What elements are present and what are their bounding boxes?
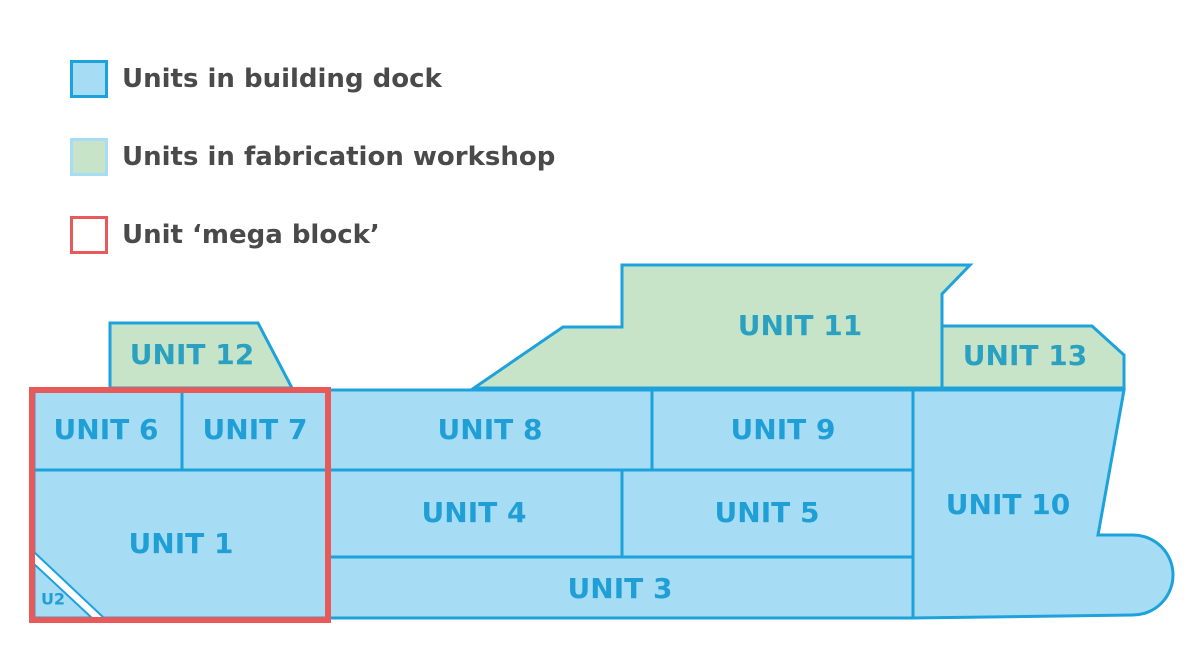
unit-10-shape xyxy=(911,388,1175,620)
unit-1-label: UNIT 1 xyxy=(129,527,234,560)
unit-7-shape xyxy=(180,388,330,472)
unit-10-label: UNIT 10 xyxy=(946,488,1070,521)
legend-label-mega-block: Unit ‘mega block’ xyxy=(122,220,380,250)
unit-8-label: UNIT 8 xyxy=(438,413,543,446)
legend-item-fabrication-workshop: Units in fabrication workshop xyxy=(70,138,555,176)
unit-9-label: UNIT 9 xyxy=(731,413,836,446)
legend-label-building-dock: Units in building dock xyxy=(122,64,442,94)
unit-3-label: UNIT 3 xyxy=(568,572,673,605)
legend-item-mega-block: Unit ‘mega block’ xyxy=(70,216,380,254)
unit-11-label: UNIT 11 xyxy=(738,309,862,342)
mega-block-swatch xyxy=(70,216,108,254)
unit-12-label: UNIT 12 xyxy=(130,338,254,371)
workshop-swatch xyxy=(70,138,108,176)
unit-4-label: UNIT 4 xyxy=(422,496,527,529)
dock-swatch xyxy=(70,60,108,98)
mega-block-outline xyxy=(29,387,331,623)
unit-7-label: UNIT 7 xyxy=(203,413,308,446)
unit-1-shape xyxy=(32,468,330,620)
unit-13-shape xyxy=(940,324,1126,390)
unit-6-label: UNIT 6 xyxy=(54,413,159,446)
unit-9-shape xyxy=(650,388,915,472)
unit-11-shape xyxy=(469,263,974,390)
legend-item-building-dock: Units in building dock xyxy=(70,60,442,98)
unit-2-label: U2 xyxy=(41,590,65,609)
unit-13-label: UNIT 13 xyxy=(963,339,1087,372)
unit-5-label: UNIT 5 xyxy=(715,496,820,529)
legend-label-fabrication-workshop: Units in fabrication workshop xyxy=(122,142,556,172)
